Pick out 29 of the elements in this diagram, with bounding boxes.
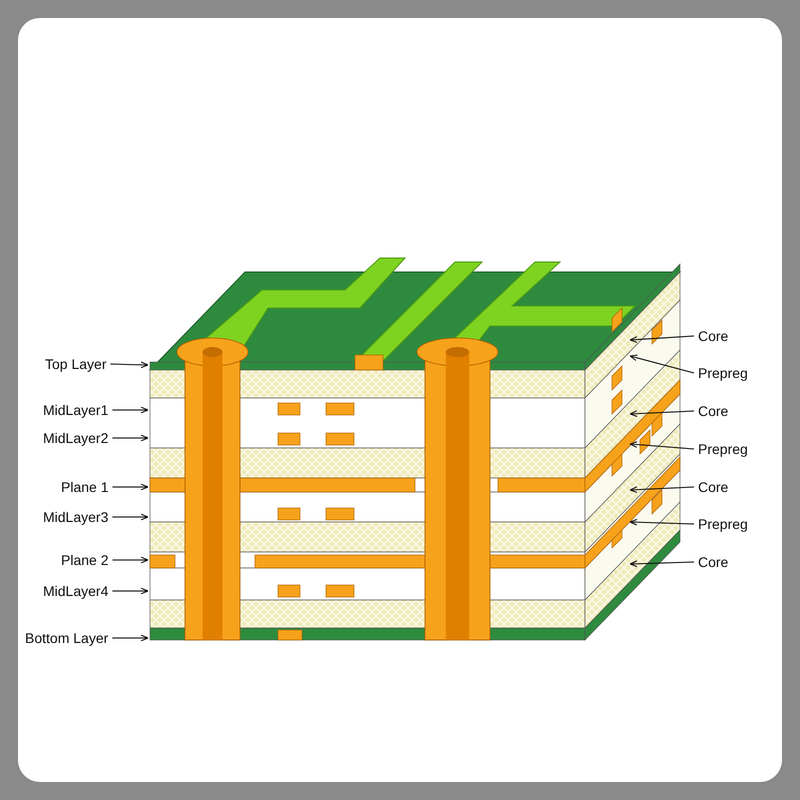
layer-label: Top Layer bbox=[45, 355, 106, 373]
layer-label: Prepreg bbox=[698, 515, 748, 533]
leader-line bbox=[112, 406, 149, 414]
leader-line bbox=[629, 518, 694, 526]
layer-label: Prepreg bbox=[698, 364, 748, 382]
layer-label: Core bbox=[698, 402, 728, 420]
layer-label: Bottom Layer bbox=[25, 629, 108, 647]
leader-line bbox=[112, 434, 149, 442]
leader-line bbox=[629, 410, 694, 417]
layer-label: Prepreg bbox=[698, 440, 748, 458]
layer-label: Plane 2 bbox=[61, 551, 108, 569]
leader-line bbox=[112, 634, 149, 642]
leader-line bbox=[112, 556, 149, 564]
leader-line bbox=[110, 362, 149, 368]
layer-label: MidLayer3 bbox=[43, 508, 108, 526]
layer-label: MidLayer1 bbox=[43, 401, 108, 419]
leader-line bbox=[629, 441, 694, 450]
leader-line bbox=[112, 514, 149, 520]
layer-label: Core bbox=[698, 478, 728, 496]
leader-line bbox=[112, 484, 149, 490]
layer-label: MidLayer2 bbox=[43, 429, 108, 447]
leader-line bbox=[112, 588, 149, 594]
leader-line bbox=[629, 560, 694, 568]
layer-label: Plane 1 bbox=[61, 478, 108, 496]
layer-label: MidLayer4 bbox=[43, 582, 108, 600]
leader-line bbox=[629, 486, 694, 493]
layer-label: Core bbox=[698, 327, 728, 345]
leader-line bbox=[629, 336, 694, 343]
layer-label: Core bbox=[698, 553, 728, 571]
